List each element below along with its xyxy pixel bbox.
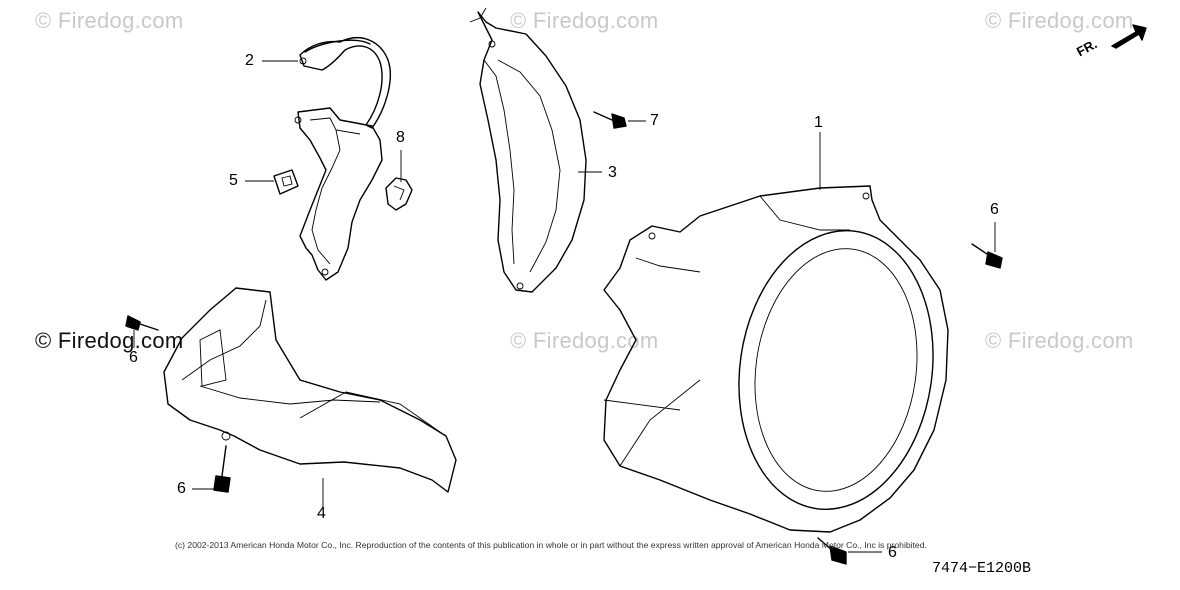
part-5-clip [273,169,299,195]
part-6-bolt-right [971,243,1003,269]
part-4-lower-cover [163,287,457,493]
diagram-code: 7474−E1200B [932,560,1032,577]
part-plate-upper-left [294,107,383,281]
callout-1: 1 [814,114,823,131]
part-3-shroud [469,7,587,293]
callout-6-right: 6 [990,201,999,218]
callout-6-left: 6 [129,349,138,366]
part-6-bolt-bottom-left [213,445,231,493]
part-6-bolt-left [125,315,159,331]
part-6-bolt-bottom [817,537,847,565]
callout-2: 2 [245,52,254,69]
part-7-bolt [593,111,627,129]
watermark: © Firedog.com [35,8,184,33]
part-2-strap-bracket [299,37,392,129]
callout-8: 8 [396,129,405,146]
callout-6-bottom-left: 6 [177,480,186,497]
callout-7: 7 [650,112,659,129]
copyright-notice: (c) 2002-2013 American Honda Motor Co., … [175,540,927,550]
part-1-fan-cover [603,185,949,533]
callout-6-bottom: 6 [888,544,897,561]
callout-5: 5 [229,172,238,189]
watermark: © Firedog.com [985,328,1134,353]
front-direction-arrow-icon [1111,24,1147,49]
callout-4: 4 [317,505,326,522]
leader-lines [133,60,996,553]
part-8-clip [385,177,413,211]
callout-3: 3 [608,164,617,181]
watermark: © Firedog.com [985,8,1134,33]
watermark: © Firedog.com [510,8,659,33]
watermark: © Firedog.com [510,328,659,353]
watermark: © Firedog.com [35,328,184,353]
